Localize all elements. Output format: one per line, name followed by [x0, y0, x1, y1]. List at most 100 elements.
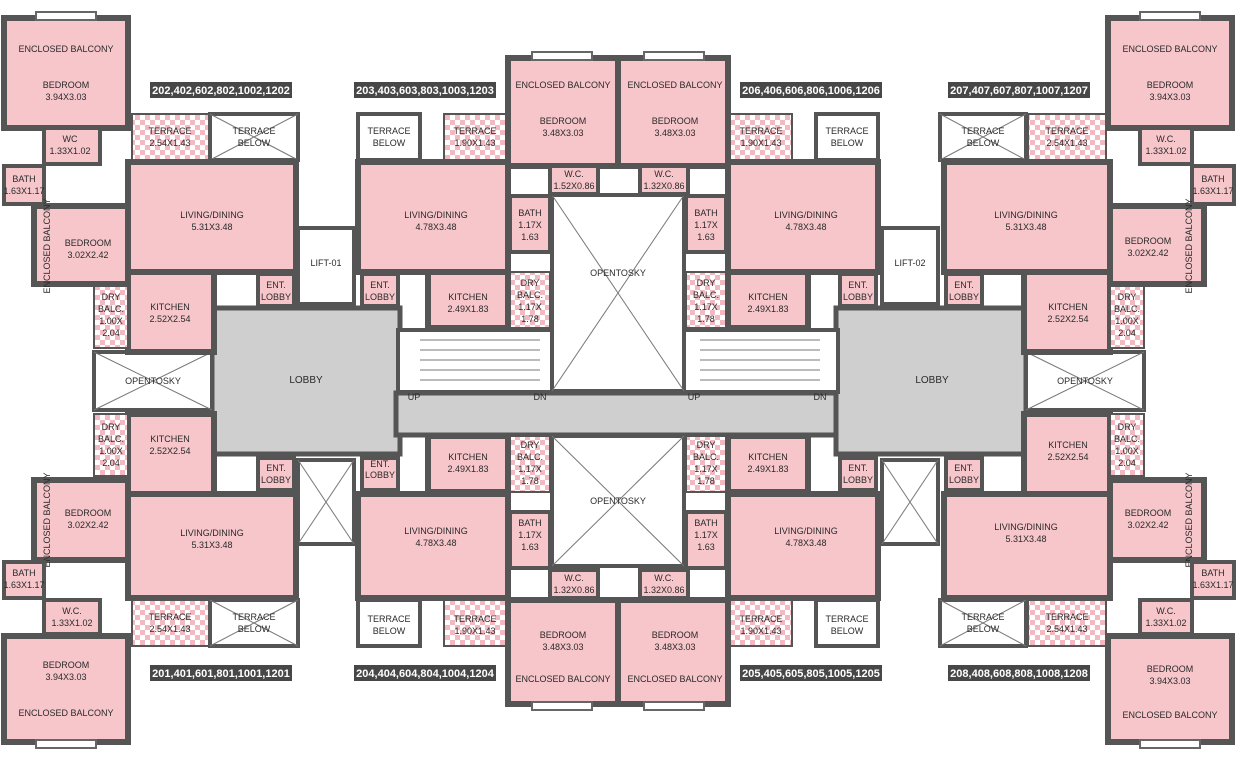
room-label: BEDROOM [1147, 80, 1194, 90]
room-label: DRY [521, 440, 540, 450]
room-dims: 1.63 [697, 232, 715, 242]
room-label: BEDROOM [1125, 236, 1172, 246]
room-dims: 1.17X [518, 302, 542, 312]
open-to-sky-label: OPENTOSKY [125, 376, 181, 386]
room-label: ENCLOSED BALCONY [1184, 198, 1194, 293]
room-label: BEDROOM [43, 660, 90, 670]
bath [1190, 560, 1236, 600]
room-label: KITCHEN [448, 452, 488, 462]
room-label: ENT. [266, 280, 286, 290]
room-label: ENT. [954, 280, 974, 290]
room-label: DRY [697, 440, 716, 450]
room-label: KITCHEN [150, 302, 190, 312]
unit-tag [948, 82, 1090, 98]
room-label: BELOW [238, 624, 271, 634]
dry-balcony [685, 271, 727, 329]
room-dims: 1.78 [521, 476, 539, 486]
room-label: KITCHEN [748, 452, 788, 462]
room-dims: 1.90X1.43 [454, 138, 495, 148]
unit-tag-text: 205,405,605,805,1005,1205 [742, 668, 880, 680]
wc [42, 126, 102, 166]
room-dims: 2.49X1.83 [447, 304, 488, 314]
wc [1138, 126, 1194, 166]
lobby-right-label: LOBBY [915, 375, 949, 386]
room-dims: 3.02X2.42 [1127, 248, 1168, 258]
room-label: BALC. [98, 304, 124, 314]
room-label: TERRACE [367, 126, 410, 136]
room-label: BELOW [238, 138, 271, 148]
room-dims: 1.78 [697, 476, 715, 486]
unit-208: KITCHEN 2.52X2.54 DRY BALC. 1.00X 2.04 E… [938, 411, 1236, 749]
room-dims: 2.49X1.83 [447, 464, 488, 474]
room-dims: 4.78X3.48 [415, 222, 456, 232]
room-dims: 2.52X2.54 [149, 314, 190, 324]
unit-tag-text: 202,402,602,802,1002,1202 [152, 85, 290, 97]
room-dims: 1.63X1.17 [1192, 580, 1233, 590]
bedroom [31, 477, 131, 563]
bedroom [505, 55, 621, 169]
room-dims: 1.17X [694, 302, 718, 312]
terrace [443, 113, 507, 161]
room-label: TERRACE [825, 126, 868, 136]
room-label: TERRACE [148, 126, 191, 136]
room-label: BALC. [1114, 304, 1140, 314]
room-label: TERRACE [453, 614, 496, 624]
room-dims: 1.00X [99, 446, 123, 456]
terrace [131, 599, 211, 647]
room-label: BELOW [831, 138, 864, 148]
room-dims: 4.78X3.48 [415, 538, 456, 548]
room-label: BELOW [373, 626, 406, 636]
room-label: BALC. [98, 434, 124, 444]
room-label: TERRACE [148, 612, 191, 622]
room-label: BELOW [373, 138, 406, 148]
room-label: KITCHEN [150, 434, 190, 444]
wc [638, 568, 690, 600]
unit-tag-text: 208,408,608,808,1008,1208 [950, 668, 1088, 680]
room-label: ENCLOSED BALCONY [1184, 472, 1194, 567]
unit-204: KITCHEN 2.49X1.83 ENT. LOBBY DRY BALC. 1… [355, 433, 621, 711]
room-label: ENCLOSED BALCONY [515, 674, 610, 684]
bath [1190, 164, 1236, 206]
room-label: BATH [694, 208, 717, 218]
room-dims: 1.00X [1115, 316, 1139, 326]
dry-balcony [685, 435, 727, 493]
room-dims: 1.78 [697, 314, 715, 324]
unit-tag [740, 82, 882, 98]
wc [548, 164, 600, 196]
terrace [443, 599, 507, 647]
staircase-right: UP DN [678, 328, 840, 402]
room-dims: 2.04 [102, 458, 120, 468]
dry-balcony [509, 435, 551, 493]
room-label: DRY [1118, 292, 1137, 302]
bedroom [615, 55, 731, 169]
room-label: ENCLOSED BALCONY [18, 708, 113, 718]
central-core: LOBBY LOBBY UP DN UP DN [92, 193, 1146, 568]
kitchen [1021, 411, 1113, 497]
open-to-sky-label: OPENTOSKY [1057, 376, 1113, 386]
lobby-center [393, 390, 843, 438]
room-dims: 1.17X [518, 220, 542, 230]
room-label: LOBBY [949, 475, 979, 485]
room-dims: 3.02X2.42 [67, 250, 108, 260]
terrace [131, 113, 211, 161]
room-dims: 4.78X3.48 [785, 222, 826, 232]
room-label: TERRACE [232, 126, 275, 136]
room-label: BELOW [967, 138, 1000, 148]
open-to-sky-right: OPENTOSKY [1024, 350, 1146, 412]
room-label: ENT. [848, 463, 868, 473]
room-dims: 1.00X [1115, 446, 1139, 456]
room-label: ENT. [370, 280, 390, 290]
bedroom [1, 15, 131, 131]
unit-tag [740, 665, 882, 681]
room-label: DRY [1118, 422, 1137, 432]
room-label: TERRACE [453, 126, 496, 136]
room-label: TERRACE [825, 614, 868, 624]
kitchen [725, 433, 811, 495]
room-dims: 1.33X1.02 [1145, 146, 1186, 156]
room-label: KITCHEN [1048, 302, 1088, 312]
room-label: BATH [518, 208, 541, 218]
room-label: W.C. [1156, 606, 1176, 616]
open-to-sky-left: OPENTOSKY [92, 350, 214, 412]
room-dims: 1.63 [697, 542, 715, 552]
room-label: BATH [1201, 568, 1224, 578]
